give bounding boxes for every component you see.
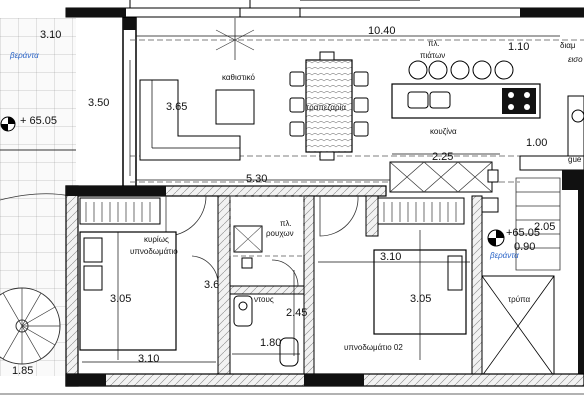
level-marker-right xyxy=(487,229,505,247)
dim-3-10-top: 3.10 xyxy=(40,29,61,41)
spiral-stair xyxy=(0,287,61,365)
stairs xyxy=(515,177,561,271)
dim-3-10-right: 3.10 xyxy=(380,251,401,263)
coffee-table xyxy=(215,89,255,125)
label-bedroom-2: υπνοδωμάτιο 02 xyxy=(344,343,403,352)
label-veranda-left: βεράντα xyxy=(9,51,39,60)
dim-3-6: 3.6 xyxy=(204,279,219,291)
dim-3-05-right: 3.05 xyxy=(410,293,431,305)
dim-2-45: 2.45 xyxy=(286,307,307,319)
sofa xyxy=(139,79,241,161)
label-plates-1: πλ. xyxy=(428,39,440,48)
kitchen-counter xyxy=(391,83,541,119)
opening-void xyxy=(481,275,555,377)
dim-1-85: 1.85 xyxy=(12,365,33,377)
dim-5-30: 5.30 xyxy=(246,173,267,185)
level-left: + 65.05 xyxy=(20,115,57,127)
label-wardrobe-1: πλ. xyxy=(280,219,292,228)
dim-1-80: 1.80 xyxy=(260,337,281,349)
label-apartment: διαμ xyxy=(560,41,576,50)
dim-2-05: 2.05 xyxy=(534,221,555,233)
dim-3-65: 3.65 xyxy=(166,101,187,113)
label-master-1: κυρίως xyxy=(144,235,169,244)
label-veranda-right: βεράντα xyxy=(489,251,519,260)
label-kitchen: κουζίνα xyxy=(430,127,457,136)
label-plates-2: πιάτων xyxy=(420,51,445,60)
dim-2-25: 2.25 xyxy=(432,151,453,163)
dim-0-90: 0.90 xyxy=(514,241,535,253)
label-wardrobe-2: ρουχων xyxy=(266,229,294,238)
label-master-2: υπνοδωμάτιο xyxy=(130,247,178,256)
label-entrance: εισο xyxy=(568,55,583,64)
master-bed xyxy=(79,231,177,351)
dim-3-05-left: 3.05 xyxy=(110,293,131,305)
dining-table xyxy=(289,51,369,161)
label-shower: ντους xyxy=(254,295,274,304)
label-dining: τραπεζαρία xyxy=(306,103,346,112)
dim-10-40: 10.40 xyxy=(368,25,396,37)
level-right: +65.05 xyxy=(506,227,540,239)
kitchen-island-stools xyxy=(408,60,514,80)
dim-3-10-bottom: 3.10 xyxy=(138,353,159,365)
dim-3-50: 3.50 xyxy=(88,97,109,109)
label-opening: τρύπα xyxy=(508,295,530,304)
label-guest: gue xyxy=(568,155,582,164)
dim-1-00: 1.00 xyxy=(526,137,547,149)
label-living: καθιστικό xyxy=(222,73,256,82)
dim-1-10: 1.10 xyxy=(508,41,529,53)
level-marker-left xyxy=(0,116,16,132)
